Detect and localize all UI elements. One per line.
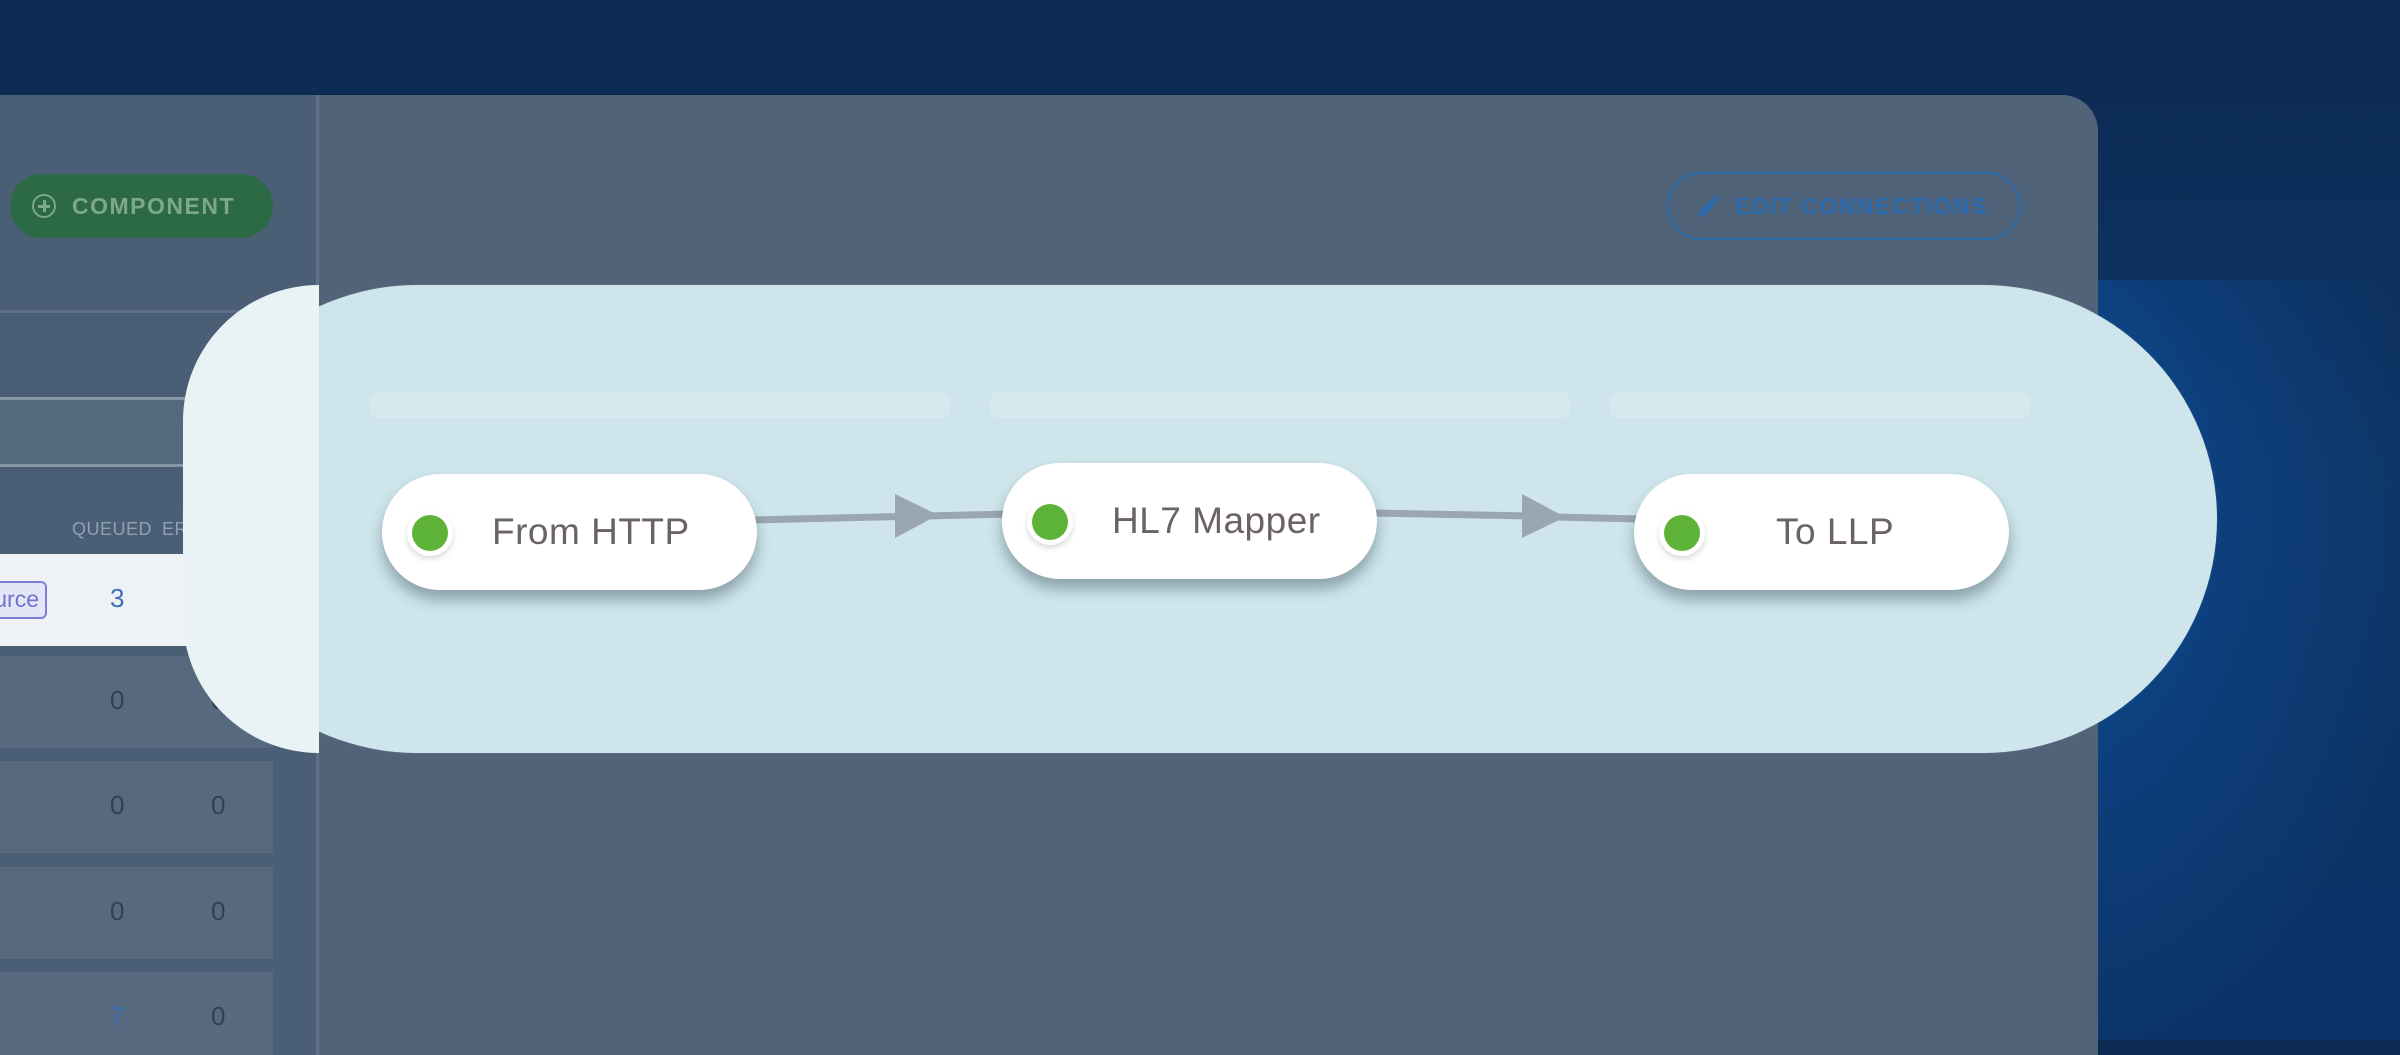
node-label: From HTTP (492, 511, 690, 552)
edit-connections-label: EDIT CONNECTIONS (1735, 192, 1988, 219)
table-row[interactable]: 0 0 (0, 761, 273, 853)
connection-arrow (1522, 494, 1565, 538)
error-count: 0 (211, 896, 226, 926)
error-count: 0 (211, 790, 226, 820)
queued-count: 0 (110, 790, 125, 820)
flow-node-from-http[interactable]: From HTTP (382, 474, 757, 590)
add-component-button[interactable]: COMPONENT (10, 174, 273, 238)
canvas-ghost (1610, 392, 2030, 418)
status-dot (1664, 515, 1700, 551)
pencil-icon (1698, 195, 1720, 217)
status-dot (1032, 504, 1068, 540)
connection-arrow (895, 494, 938, 538)
node-label: HL7 Mapper (1112, 500, 1321, 541)
connection-line (1369, 509, 1531, 520)
error-count: 0 (211, 1001, 226, 1031)
flow-highlight-edge (183, 285, 319, 753)
connection-line (924, 510, 1011, 520)
connection-line (1554, 513, 1641, 523)
edit-connections-button[interactable]: EDIT CONNECTIONS (1667, 172, 2021, 240)
flow-node-to-llp[interactable]: To LLP (1634, 474, 2009, 590)
connection-line (749, 512, 921, 524)
canvas-ghost (370, 392, 950, 418)
add-component-label: COMPONENT (72, 192, 235, 219)
status-dot (412, 515, 448, 551)
queued-count: 3 (110, 583, 125, 613)
queued-count: 7 (110, 1001, 125, 1031)
table-row[interactable]: 0 0 (0, 867, 273, 959)
flow-node-hl7-mapper[interactable]: HL7 Mapper (1002, 463, 1377, 579)
queued-count: 0 (110, 896, 125, 926)
canvas-ghost (990, 392, 1570, 418)
node-label: To LLP (1776, 511, 1895, 552)
divider (0, 310, 273, 313)
plus-circle-icon (32, 194, 56, 218)
component-type-badge: Source (0, 581, 47, 619)
column-header-queued: QUEUED (72, 519, 153, 539)
queued-count: 0 (110, 685, 125, 715)
